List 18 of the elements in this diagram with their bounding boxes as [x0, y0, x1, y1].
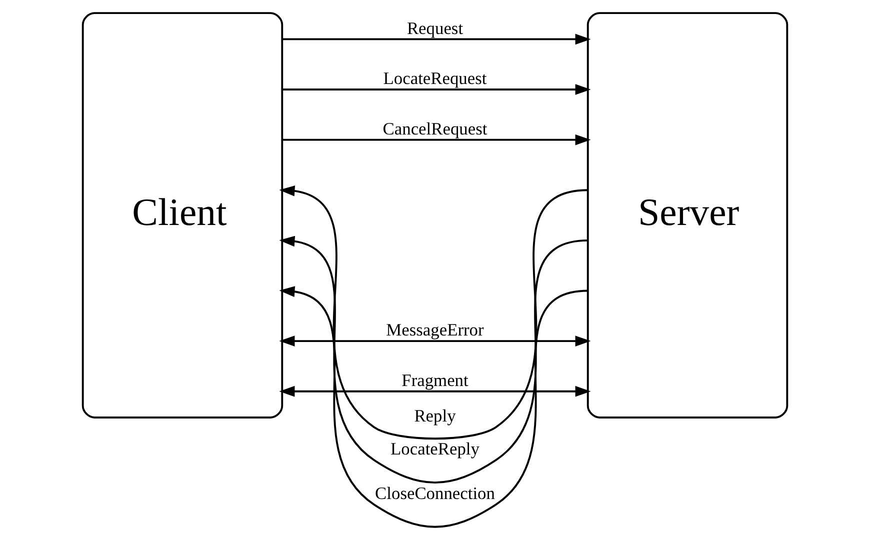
node-box: Server [586, 12, 788, 418]
edge-label: CloseConnection [375, 483, 495, 504]
edge-label: LocateReply [390, 438, 480, 459]
edge-label: Reply [414, 406, 456, 426]
arrow [279, 386, 591, 397]
arrow [279, 236, 588, 484]
arrow [282, 34, 591, 45]
arrow [279, 185, 588, 440]
node-box: Client [82, 12, 284, 418]
arrow [279, 286, 588, 528]
edge-label: MessageError [386, 320, 484, 340]
edge-label: CancelRequest [382, 118, 488, 138]
edge-label: Fragment [402, 370, 468, 390]
arrow [279, 336, 591, 346]
edge-label: Request [406, 18, 464, 38]
edge-label: LocateRequest [383, 68, 487, 88]
arrow [282, 134, 591, 146]
arrow [282, 84, 591, 95]
